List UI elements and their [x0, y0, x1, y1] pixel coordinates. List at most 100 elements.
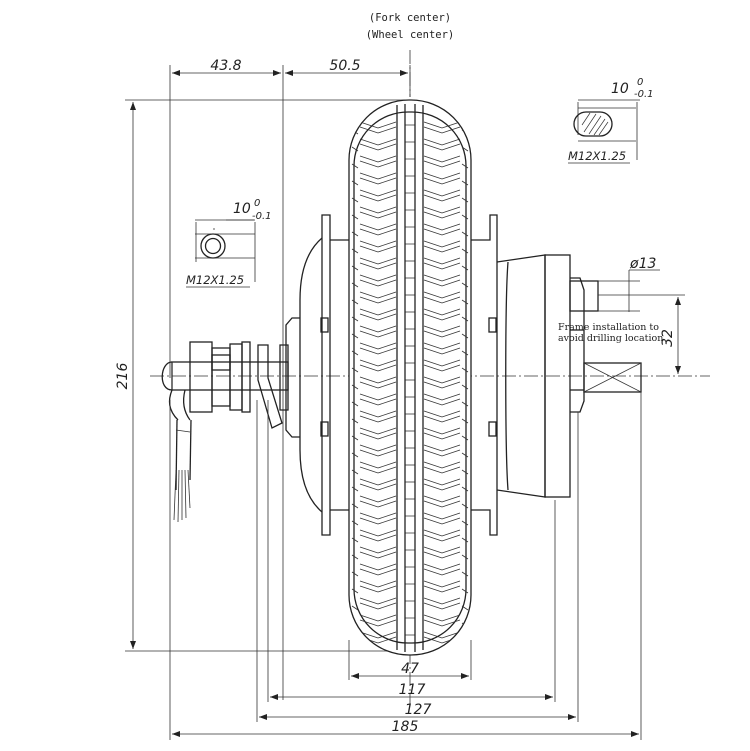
- dim-32: 32: [660, 329, 676, 347]
- bottom-dimensions: 47 117 127 185: [169, 392, 642, 740]
- tread-chevron-left: [359, 223, 397, 231]
- tread-chevron-right: [423, 240, 461, 248]
- tread-chevron-left-inner: [359, 347, 397, 355]
- tread-chevron-left: [359, 495, 397, 503]
- tread-chevron-left: [359, 393, 397, 401]
- tread-shoulder-tick: [461, 299, 469, 305]
- tread-chevron-right-inner: [423, 245, 461, 253]
- tread-chevron-left: [359, 614, 397, 622]
- tread-chevron-right: [423, 580, 461, 588]
- tread-shoulder-tick: [461, 248, 469, 254]
- tread-shoulder-tick: [351, 231, 359, 237]
- tread-chevron-left-inner: [359, 534, 397, 542]
- tread-chevron-left-inner: [359, 517, 397, 525]
- flat-left-tol-upper: 0: [254, 198, 260, 209]
- flat-left-thread: M12X1.25: [186, 273, 244, 287]
- dim-50-5: 50.5: [329, 58, 360, 74]
- tread-chevron-right-inner: [423, 126, 461, 134]
- tread-shoulder-tick: [461, 571, 469, 577]
- tread-chevron-left-inner: [359, 262, 397, 270]
- tread-chevron-right-inner: [423, 364, 461, 372]
- tread-shoulder-tick: [351, 605, 359, 611]
- tread-chevron-right-inner: [423, 228, 461, 236]
- tread-chevron-right-inner: [423, 568, 461, 576]
- tread-chevron-left: [359, 291, 397, 299]
- tread-shoulder-tick: [351, 503, 359, 509]
- tread-chevron-left: [359, 257, 397, 265]
- tread-chevron-right: [423, 495, 461, 503]
- tread-shoulder-tick: [351, 435, 359, 441]
- tread-chevron-left: [359, 631, 397, 639]
- flat-detail-left: 10 0 -0.1 M12X1.25: [186, 198, 272, 288]
- cable: [173, 419, 192, 523]
- tread-chevron-right-inner: [423, 296, 461, 304]
- tread-chevron-right-inner: [423, 551, 461, 559]
- tread-chevron-left-inner: [359, 432, 397, 440]
- tread-chevron-left: [359, 580, 397, 588]
- fork-center-label: (Fork center): [369, 12, 451, 24]
- tread-chevron-left-inner: [359, 160, 397, 168]
- tread-chevron-right: [423, 172, 461, 180]
- tread-chevron-left-inner: [359, 279, 397, 287]
- height-dimension: 216: [115, 99, 405, 652]
- tread-chevron-left: [359, 121, 397, 129]
- tread-shoulder-tick: [461, 418, 469, 424]
- tread-chevron-left: [359, 563, 397, 571]
- tread-chevron-right-inner: [423, 500, 461, 508]
- tread-shoulder-tick: [351, 214, 359, 220]
- flat-left-width: 10: [233, 201, 251, 217]
- tread-shoulder-tick: [351, 571, 359, 577]
- flat-right-thread: M12X1.25: [568, 149, 626, 163]
- tread-shoulder-tick: [461, 265, 469, 271]
- tread-chevron-right: [423, 614, 461, 622]
- tread-chevron-left: [359, 461, 397, 469]
- tread-shoulder-tick: [351, 265, 359, 271]
- tread-shoulder-tick: [351, 588, 359, 594]
- tread-chevron-right-inner: [423, 619, 461, 627]
- tread-chevron-left: [359, 206, 397, 214]
- tread-shoulder-tick: [351, 418, 359, 424]
- tread-chevron-right: [423, 121, 461, 129]
- tread-shoulder-tick: [351, 333, 359, 339]
- dim-43-8: 43.8: [210, 58, 241, 74]
- tread-shoulder-tick: [461, 350, 469, 356]
- tread-shoulder-tick: [461, 316, 469, 322]
- tread-chevron-left-inner: [359, 551, 397, 559]
- tread-chevron-left: [359, 240, 397, 248]
- tread-chevron-right-inner: [423, 398, 461, 406]
- tread-shoulder-tick: [351, 537, 359, 543]
- dim-216: 216: [115, 363, 131, 390]
- tread-chevron-right: [423, 206, 461, 214]
- dim-117: 117: [399, 682, 426, 698]
- tread-chevron-right: [423, 529, 461, 537]
- tread-shoulder-tick: [351, 163, 359, 169]
- tread-chevron-left: [359, 325, 397, 333]
- tread-chevron-right: [423, 274, 461, 282]
- shaft-dimensions: ø13 32 Frame installation to avoid drill…: [558, 256, 685, 374]
- tread-chevron-right: [423, 376, 461, 384]
- tread-shoulder-tick: [351, 554, 359, 560]
- tread-chevron-right-inner: [423, 483, 461, 491]
- tread-shoulder-tick: [351, 401, 359, 407]
- tread-chevron-right-inner: [423, 160, 461, 168]
- tread-chevron-left-inner: [359, 330, 397, 338]
- tread-chevron-left-inner: [359, 177, 397, 185]
- tread-shoulder-tick: [461, 231, 469, 237]
- tread-chevron-left-inner: [359, 619, 397, 627]
- tread-shoulder-tick: [461, 554, 469, 560]
- tread-chevron-left-inner: [359, 381, 397, 389]
- tread-shoulder-tick: [351, 282, 359, 288]
- tread-chevron-left: [359, 478, 397, 486]
- tread-chevron-right-inner: [423, 381, 461, 389]
- dim-185: 185: [392, 719, 419, 735]
- tread-chevron-right-inner: [423, 585, 461, 593]
- tread-chevron-right-inner: [423, 449, 461, 457]
- flat-left-tol-lower: -0.1: [252, 211, 272, 222]
- tread-shoulder-tick: [351, 350, 359, 356]
- tread-chevron-left-inner: [359, 228, 397, 236]
- tread-shoulder-tick: [461, 384, 469, 390]
- frame-note-line2: avoid drilling location: [558, 333, 663, 344]
- tread-chevron-left-inner: [359, 364, 397, 372]
- tread-chevron-left-inner: [359, 568, 397, 576]
